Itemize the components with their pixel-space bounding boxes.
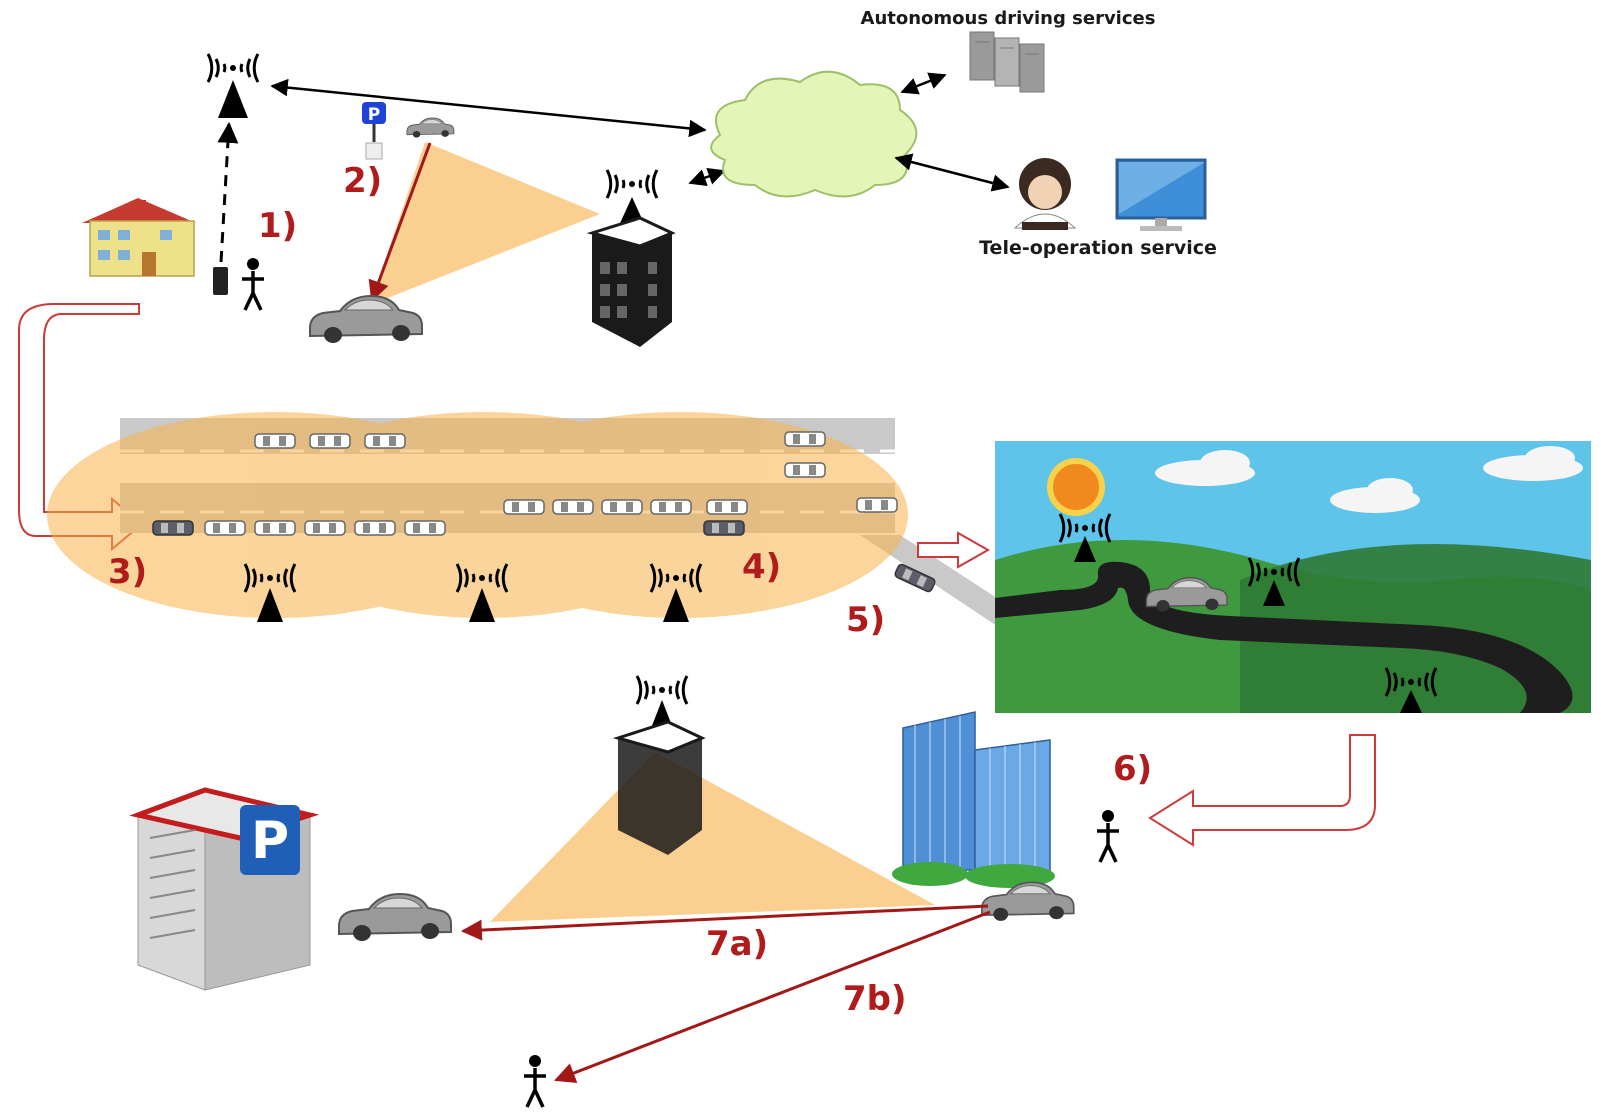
flow-arrow-to-rural xyxy=(917,531,991,569)
cell-antenna-top xyxy=(206,52,260,118)
tele-operation-service-label: Tele-operation service xyxy=(979,237,1217,259)
step-2-label: 2) xyxy=(343,161,382,201)
dropoff-scenario: P 7a) 7b) xyxy=(129,674,1075,1109)
flow-arrow-to-destination xyxy=(1148,734,1376,847)
garage-parking-letter: P xyxy=(251,811,289,871)
parking-sign-letter: P xyxy=(368,105,380,125)
autonomous-driving-services-label: Autonomous driving services xyxy=(861,8,1156,29)
step-5-label: 5) xyxy=(846,600,885,640)
house-icon xyxy=(82,198,196,277)
cloud-network-icon xyxy=(710,70,918,198)
server-rack-icon xyxy=(969,31,1045,93)
car-drive-arrow-2 xyxy=(368,142,432,302)
pickup-scenario: 1) P 2) xyxy=(82,8,1217,347)
cloud-operator-arrow xyxy=(894,153,1010,192)
sun-icon xyxy=(1047,458,1105,516)
step-4-label: 4) xyxy=(742,547,781,587)
building-antenna-bottom xyxy=(612,674,706,855)
highway-scenario: 3) 4) 5) xyxy=(47,412,1000,640)
winding-road xyxy=(995,561,1573,713)
antenna-cloud-arrow xyxy=(270,78,707,138)
rural-antenna-2 xyxy=(1247,556,1301,606)
pedestrian-person-icon xyxy=(522,1053,548,1109)
phone-uplink-dashed-arrow xyxy=(217,121,239,263)
step-1-label: 1) xyxy=(258,206,297,246)
monitor-icon xyxy=(1115,158,1207,231)
passenger-person-icon xyxy=(1095,808,1121,864)
step-7b-label: 7b) xyxy=(843,979,907,1019)
highway-antenna-3 xyxy=(649,562,703,622)
smartphone-icon xyxy=(213,267,228,295)
cloud-server-arrow xyxy=(900,72,947,95)
office-buildings-icon xyxy=(892,711,1055,888)
person-icon xyxy=(240,256,266,312)
highway-antenna-1 xyxy=(243,562,297,622)
pickup-car-icon xyxy=(309,295,423,344)
building-coverage-beam-bottom xyxy=(490,752,935,922)
step-6-label: 6) xyxy=(1113,749,1152,789)
parking-garage-icon: P xyxy=(129,787,320,991)
parking-sign-icon: P xyxy=(362,102,386,160)
operator-headset-icon xyxy=(1013,158,1077,230)
step-3-label: 3) xyxy=(108,552,147,592)
highway-antenna-2 xyxy=(455,562,509,622)
rural-antenna-3 xyxy=(1384,666,1438,713)
dropoff-car-icon xyxy=(981,881,1075,922)
building-coverage-beam xyxy=(370,142,600,305)
coverage-cell-3 xyxy=(452,412,908,618)
building-antenna-top xyxy=(586,168,676,347)
step-7a-label: 7a) xyxy=(706,924,768,964)
dropoff-car-garage-icon xyxy=(338,893,452,942)
route-arrow-7b xyxy=(554,910,991,1083)
building-cloud-arrow xyxy=(688,167,726,187)
clouds xyxy=(1155,446,1583,513)
parked-car-icon xyxy=(406,117,455,139)
route-arrow-7a xyxy=(460,904,989,941)
coverage-cells xyxy=(47,412,908,618)
rural-landscape-panel xyxy=(995,441,1591,713)
rural-antenna-1 xyxy=(1058,512,1112,562)
